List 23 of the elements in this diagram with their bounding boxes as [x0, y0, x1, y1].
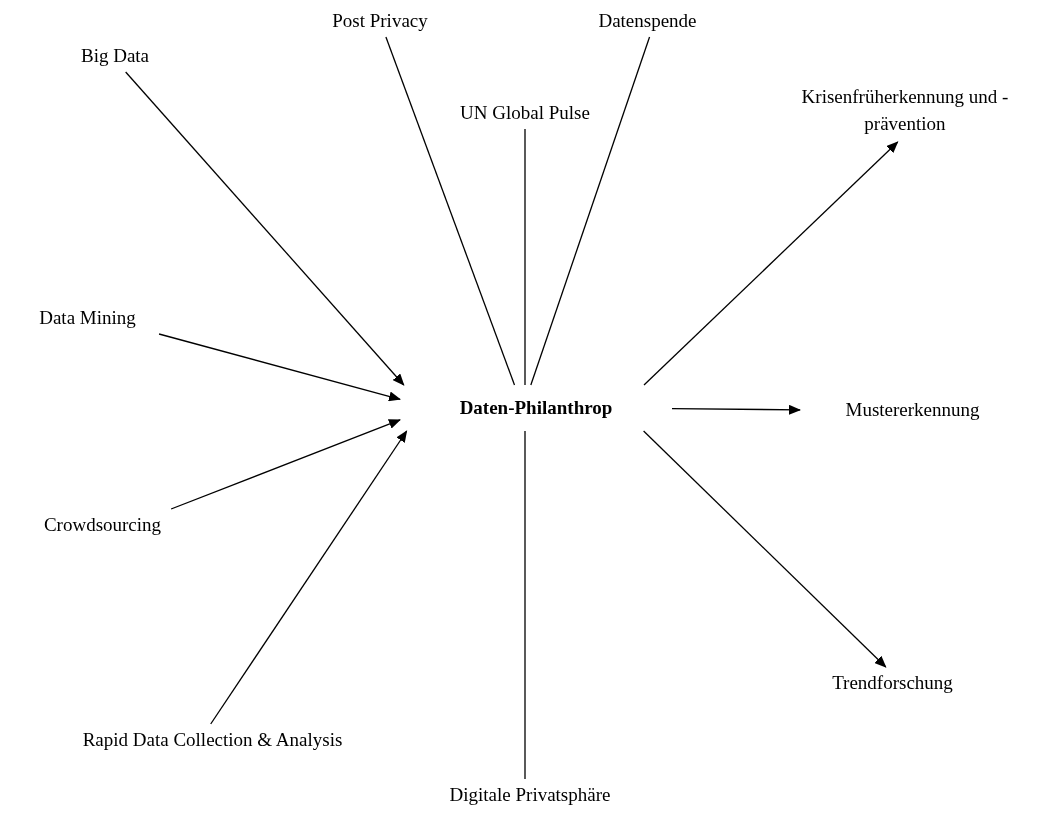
concept-label: Trendforschung — [832, 670, 953, 695]
connector-line — [524, 128, 526, 386]
connector-line — [385, 36, 516, 386]
concept-label: Data Mining — [39, 305, 136, 330]
concept-label: Post Privacy — [332, 8, 428, 33]
arrow — [671, 404, 801, 415]
central-label: Daten-Philanthrop — [459, 395, 613, 420]
concept-label: Rapid Data Collection & Analysis — [82, 727, 343, 752]
arrow — [643, 141, 899, 386]
concept-label: Digitale Privatsphäre — [449, 782, 611, 807]
concept-label: Mustererkennung — [845, 397, 980, 422]
concept-label: Krisenfrüherkennung und -prävention — [800, 85, 1010, 136]
arrow — [158, 333, 401, 402]
connector-line — [530, 36, 651, 386]
connector-line — [524, 430, 526, 780]
arrow — [125, 71, 405, 386]
arrow — [170, 419, 401, 510]
arrow — [642, 430, 887, 668]
concept-label: Big Data — [80, 43, 150, 68]
concept-label: UN Global Pulse — [460, 100, 590, 125]
concept-label: Crowdsourcing — [43, 512, 162, 537]
concept-label: Datenspende — [598, 8, 697, 33]
arrow — [210, 430, 408, 725]
